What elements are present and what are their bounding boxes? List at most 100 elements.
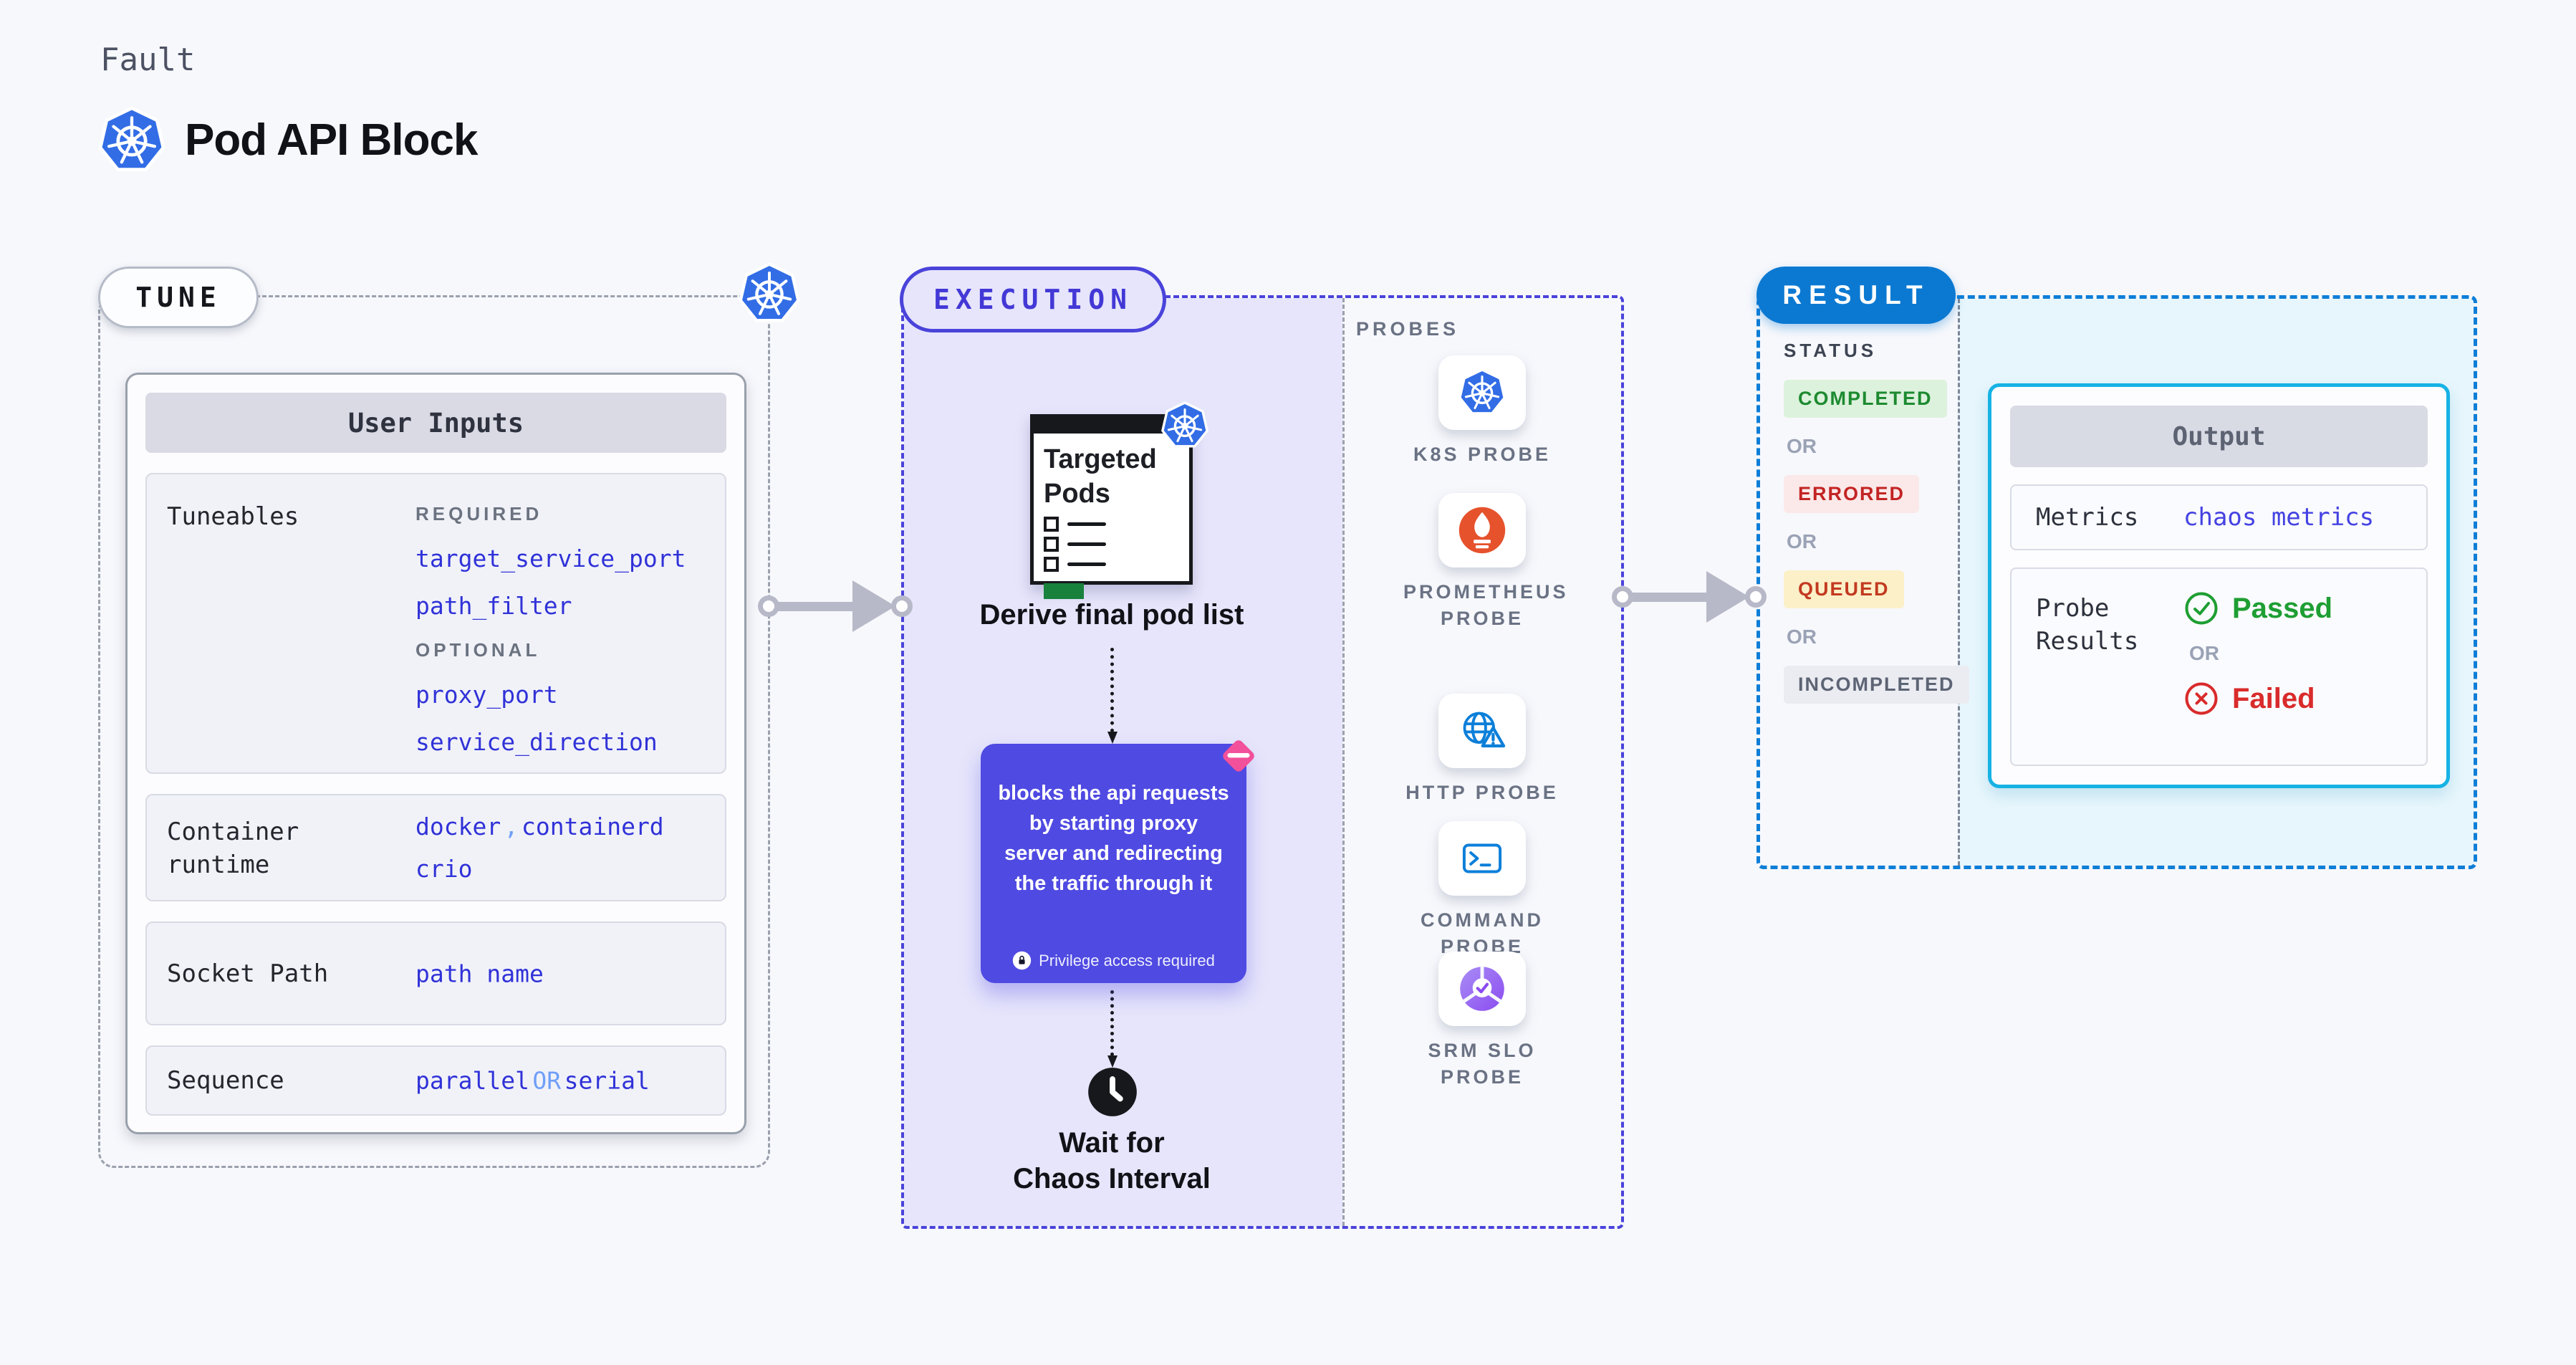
probe-results-row: Probe Results Passed OR Failed (2010, 567, 2428, 766)
tuneable-link[interactable]: path_filter (415, 592, 572, 620)
probe-card (1438, 694, 1526, 768)
fault-eyebrow: Fault (100, 42, 196, 78)
lock-icon (1012, 951, 1032, 970)
fault-action-box: blocks the api requests by starting prox… (981, 744, 1246, 983)
clock-icon (1087, 1066, 1138, 1118)
tune-badge: TUNE (98, 267, 259, 328)
probe-item: HTTP PROBE (1396, 694, 1568, 806)
kubernetes-icon (738, 262, 801, 325)
status-badge: INCOMPLETED (1784, 666, 1969, 704)
status-heading: STATUS (1784, 340, 1878, 361)
list-line (1067, 522, 1106, 526)
http-globe-warning-icon (1457, 706, 1507, 756)
probe-label: SRM SLO PROBE (1428, 1040, 1537, 1088)
arrow-shaft (777, 601, 855, 611)
list-line (1067, 542, 1106, 546)
list-line (1067, 562, 1106, 566)
slo-gauge-icon (1457, 964, 1507, 1014)
derive-pod-list-label: Derive final pod list (979, 599, 1244, 631)
connector-dot (758, 595, 779, 617)
user-inputs-card: User Inputs Tuneables REQUIRED target_se… (125, 373, 746, 1134)
probe-item: K8S PROBE (1396, 355, 1568, 468)
flow-down-arrow (1107, 648, 1118, 744)
probe-item: COMMAND PROBE (1396, 821, 1568, 960)
prometheus-icon (1457, 505, 1507, 555)
tuneables-row: Tuneables REQUIRED target_service_port p… (145, 473, 726, 774)
tuneable-link[interactable]: target_service_port (415, 545, 686, 573)
output-title: Output (2010, 406, 2428, 467)
status-badge: QUEUED (1784, 570, 1904, 608)
metrics-value[interactable]: chaos metrics (2183, 503, 2375, 532)
tune-section (98, 295, 770, 1168)
user-inputs-title: User Inputs (145, 393, 726, 453)
probe-card (1438, 355, 1526, 430)
probe-results-label: Probe Results (2036, 594, 2139, 656)
optional-tag: OPTIONAL (415, 639, 541, 661)
terminal-icon (1458, 835, 1506, 882)
connector-dot (891, 595, 913, 617)
result-badge: RESULT (1756, 267, 1956, 324)
probe-result-or: OR (2189, 642, 2219, 664)
x-circle-icon (2183, 681, 2219, 717)
metrics-label: Metrics (2036, 503, 2139, 532)
socket-path-value[interactable]: path name (415, 959, 544, 987)
status-or: OR (1787, 435, 1817, 457)
passed-label: Passed (2232, 592, 2333, 624)
metrics-row: Metrics chaos metrics (2010, 484, 2428, 550)
status-badge: ERRORED (1784, 475, 1920, 513)
flow-down-arrow (1107, 990, 1118, 1068)
arrow-head-icon (852, 580, 895, 632)
status-or: OR (1787, 626, 1817, 648)
connector-dot (1745, 586, 1767, 608)
socket-path-row: Socket Path path name (145, 921, 726, 1025)
check-circle-icon (2183, 590, 2219, 626)
page-title: Pod API Block (185, 115, 478, 165)
runtime-separator: , (504, 813, 519, 840)
probe-card (1438, 821, 1526, 896)
probe-item: PROMETHEUS PROBE (1396, 493, 1568, 632)
connector-dot (1612, 586, 1633, 608)
arrow-shaft (1630, 592, 1709, 602)
sequence-value[interactable]: serial (564, 1066, 650, 1095)
runtime-value[interactable]: containerd (522, 813, 664, 840)
output-card: Output Metrics chaos metrics Probe Resul… (1988, 383, 2450, 788)
socket-path-label: Socket Path (167, 959, 329, 988)
status-badge: COMPLETED (1784, 380, 1947, 418)
runtime-value[interactable]: docker (415, 813, 501, 840)
flow-arrow (758, 580, 913, 632)
sequence-value[interactable]: parallel (415, 1066, 529, 1095)
checkbox-icon (1044, 517, 1059, 532)
selection-bar (1044, 583, 1084, 599)
probes-heading: PROBES (1356, 318, 1460, 340)
required-tag: REQUIRED (415, 503, 543, 525)
flow-arrow (1612, 571, 1767, 623)
pod-checklist (1044, 517, 1106, 599)
sequence-or: OR (532, 1066, 562, 1095)
probe-label: HTTP PROBE (1405, 782, 1559, 803)
probe-card (1438, 493, 1526, 567)
wait-chaos-interval-label: Wait for Chaos Interval (1013, 1127, 1211, 1194)
kubernetes-icon (1160, 401, 1209, 450)
probe-item: SRM SLO PROBE (1396, 952, 1568, 1091)
tuneable-link[interactable]: proxy_port (415, 681, 558, 709)
page-header: Pod API Block (97, 106, 478, 175)
tuneables-label: Tuneables (167, 502, 299, 531)
fault-action-description: blocks the api requests by starting prox… (998, 782, 1229, 895)
failed-label: Failed (2232, 682, 2315, 714)
tuneable-link[interactable]: service_direction (415, 728, 658, 756)
container-runtime-row: Container runtime docker , containerd cr… (145, 794, 726, 901)
sequence-row: Sequence parallel OR serial (145, 1045, 726, 1116)
result-divider (1958, 299, 1960, 866)
probes-divider (1342, 298, 1345, 1226)
checkbox-icon (1044, 537, 1059, 552)
targeted-pods-card: Targeted Pods (1030, 414, 1193, 599)
probe-label: K8S PROBE (1413, 444, 1552, 465)
probe-label: PROMETHEUS PROBE (1403, 581, 1569, 629)
privilege-note: Privilege access required (1039, 951, 1215, 969)
arrow-head-icon (1706, 571, 1749, 623)
status-or: OR (1787, 530, 1817, 552)
checkbox-icon (1044, 557, 1059, 572)
probe-card (1438, 952, 1526, 1026)
runtime-value[interactable]: crio (415, 855, 473, 883)
